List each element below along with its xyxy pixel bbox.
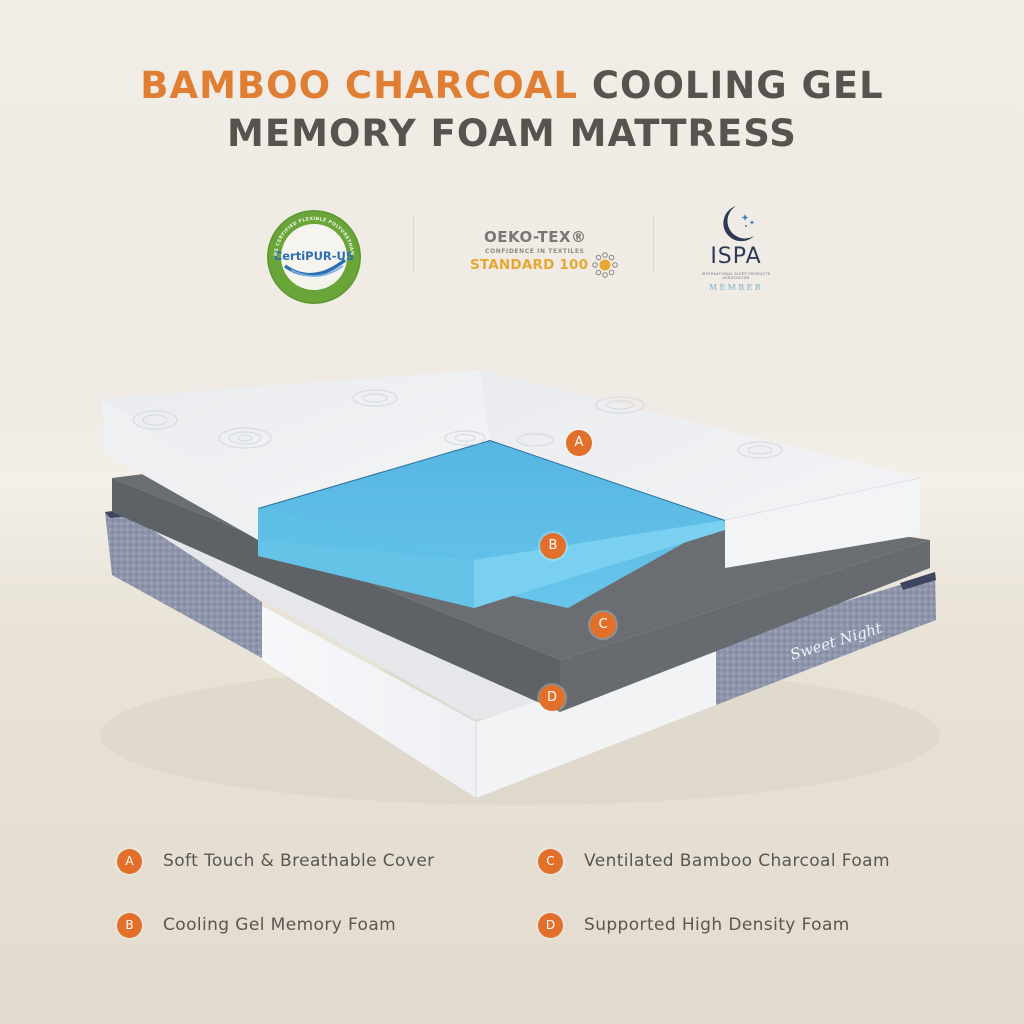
title-accent: BAMBOO CHARCOAL: [140, 64, 578, 107]
legend-label-b: Cooling Gel Memory Foam: [163, 915, 397, 935]
legend-marker-b: B: [117, 912, 142, 938]
legend-marker-a: A: [117, 848, 142, 874]
oeko-tex-name: OEKO-TEX®: [484, 228, 587, 246]
legend-marker-c: C: [538, 848, 563, 874]
legend-marker-d: D: [538, 912, 563, 938]
ispa-subtitle: INTERNATIONAL SLEEP PRODUCTS ASSOCIATION: [701, 272, 771, 280]
cover-swirl-pattern: [132, 389, 783, 459]
oeko-tex-tagline: CONFIDENCE IN TEXTILES: [485, 248, 585, 255]
legend-item-d: D Supported High Density Foam: [538, 910, 850, 940]
layer-marker-c: C: [590, 612, 616, 638]
oeko-tex-badge: OEKO-TEX® CONFIDENCE IN TEXTILES STANDAR…: [466, 228, 618, 278]
right-fabric-panel: [716, 572, 936, 705]
legend-item-b: B Cooling Gel Memory Foam: [117, 910, 396, 940]
ispa-member-tag: MEMBER: [708, 283, 764, 292]
ispa-badge: ISPA INTERNATIONAL SLEEP PRODUCTS ASSOCI…: [696, 202, 776, 302]
certipur-us-seal-icon: CertiPUR-US CONTAINS CERTIFIED FLEXIBLE …: [263, 204, 361, 304]
legend-item-c: C Ventilated Bamboo Charcoal Foam: [538, 846, 890, 876]
title-line-1: BAMBOO CHARCOAL COOLING GEL: [0, 62, 1024, 110]
moon-stars-icon: [723, 206, 755, 242]
layer-marker-b: B: [540, 533, 566, 559]
legend-label-c: Ventilated Bamboo Charcoal Foam: [584, 851, 890, 871]
ispa-name: ISPA: [710, 244, 762, 269]
page-title: BAMBOO CHARCOAL COOLING GEL MEMORY FOAM …: [0, 62, 1024, 158]
oeko-tex-standard: STANDARD 100: [470, 257, 589, 273]
badge-divider: [413, 215, 414, 273]
layer-marker-a: A: [566, 430, 592, 456]
legend-label-a: Soft Touch & Breathable Cover: [163, 851, 435, 871]
certipur-us-badge: CertiPUR-US CONTAINS CERTIFIED FLEXIBLE …: [263, 204, 363, 306]
legend-item-a: A Soft Touch & Breathable Cover: [117, 846, 435, 876]
layer-marker-d: D: [539, 685, 565, 711]
legend-label-d: Supported High Density Foam: [584, 915, 850, 935]
svg-text:CertiPUR-US: CertiPUR-US: [274, 249, 354, 263]
certification-badges: [0, 195, 1024, 305]
left-fabric-panel: [105, 510, 262, 658]
title-line-2: MEMORY FOAM MATTRESS: [227, 112, 797, 155]
title-rest: COOLING GEL: [577, 64, 884, 107]
oeko-tex-flower-icon: [592, 252, 618, 278]
badge-divider: [653, 215, 654, 273]
